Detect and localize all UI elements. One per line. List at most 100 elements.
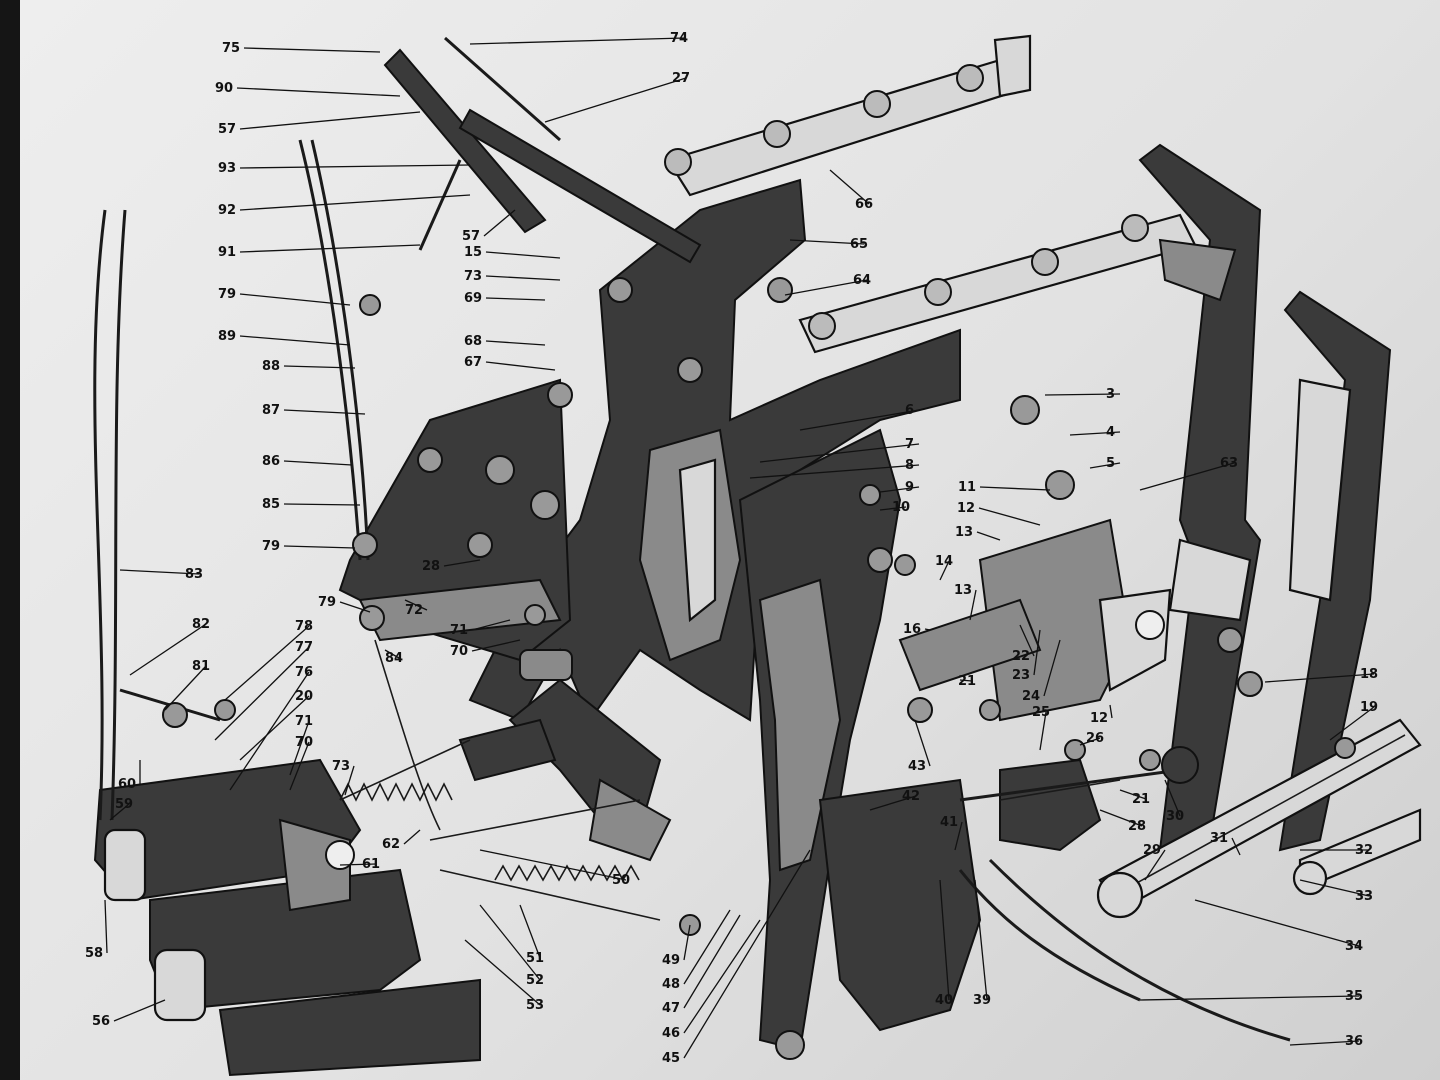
part-number-62: 62 — [382, 837, 400, 852]
callout-leader-87 — [283, 409, 366, 415]
callout-leader-50 — [479, 849, 627, 881]
part-number-32: 32 — [1355, 843, 1373, 858]
callout-leader-83 — [119, 569, 200, 575]
callout-leader-11 — [979, 486, 1051, 491]
callout-leader-82 — [129, 623, 207, 676]
callout-leader-30 — [1164, 779, 1181, 817]
part-number-19: 19 — [1360, 700, 1378, 715]
part-number-30: 30 — [1166, 809, 1184, 824]
callout-leader-3 — [1044, 393, 1121, 396]
part-number-65a: 65 — [850, 237, 868, 252]
callout-leader-79a — [239, 293, 351, 306]
part-number-46: 46 — [662, 1026, 680, 1041]
callout-leader-31 — [1231, 837, 1241, 856]
callout-leader-78 — [224, 625, 310, 701]
callout-leader-67 — [485, 361, 556, 371]
part-number-85: 85 — [262, 497, 280, 512]
callout-leader-21a — [959, 679, 973, 682]
part-number-59: 59 — [115, 797, 133, 812]
callout-leader-36 — [1289, 1040, 1360, 1046]
callout-leader-79b — [283, 545, 356, 549]
part-number-52: 52 — [526, 973, 544, 988]
part-number-58: 58 — [85, 946, 103, 961]
part-number-63: 63 — [1220, 456, 1238, 471]
part-number-50: 50 — [612, 873, 630, 888]
callout-leader-43 — [914, 719, 931, 767]
part-number-10: 10 — [892, 500, 910, 515]
callout-leader-14 — [939, 560, 950, 581]
callout-leader-41 — [954, 821, 963, 851]
part-number-88: 88 — [262, 359, 280, 374]
callout-leader-27 — [544, 77, 687, 123]
callout-leader-75 — [243, 47, 381, 53]
part-number-43: 43 — [908, 759, 926, 774]
callout-leader-15 — [485, 251, 561, 259]
part-number-27: 27 — [672, 71, 690, 86]
part-number-89: 89 — [218, 329, 236, 344]
part-number-11: 11 — [958, 480, 976, 495]
part-number-87: 87 — [262, 403, 280, 418]
callout-leader-9 — [879, 486, 920, 493]
callout-leader-46 — [683, 919, 761, 1034]
callout-leader-35 — [1139, 995, 1360, 1001]
callout-leader-77 — [214, 646, 310, 741]
callout-leader-86 — [283, 460, 353, 466]
part-number-21a: 21 — [958, 674, 976, 689]
part-number-9: 9 — [905, 480, 914, 495]
part-number-14: 14 — [935, 554, 953, 569]
callout-leader-34 — [1194, 899, 1360, 947]
callout-leader-48 — [683, 909, 731, 985]
part-number-71b: 71 — [295, 714, 313, 729]
part-number-78: 78 — [295, 619, 313, 634]
callout-leader-42 — [869, 795, 917, 811]
callout-leader-57a — [239, 111, 421, 130]
part-number-40: 40 — [935, 993, 953, 1008]
part-number-48: 48 — [662, 977, 680, 992]
part-number-7: 7 — [905, 437, 914, 452]
part-number-70a: 70 — [450, 644, 468, 659]
part-number-25: 25 — [1032, 705, 1050, 720]
callout-leader-93 — [239, 164, 471, 169]
return-springs — [339, 782, 640, 882]
callout-leader-76 — [229, 671, 310, 791]
part-number-77: 77 — [295, 640, 313, 655]
callout-leader-13b — [969, 589, 977, 621]
part-number-93: 93 — [218, 161, 236, 176]
part-number-36: 36 — [1345, 1034, 1363, 1049]
part-number-23: 23 — [1012, 668, 1030, 683]
part-number-28a: 28 — [422, 559, 440, 574]
part-number-90: 90 — [215, 81, 233, 96]
callout-leader-56 — [113, 999, 166, 1022]
part-number-68: 68 — [464, 334, 482, 349]
callout-leader-73a — [485, 275, 561, 281]
pipes-and-rods — [93, 36, 702, 921]
callout-leader-64 — [784, 279, 868, 296]
callout-leader-61 — [339, 863, 377, 866]
callout-leader-13a — [976, 531, 1001, 541]
part-number-57b: 57 — [462, 229, 480, 244]
callout-leader-21b — [1119, 789, 1147, 800]
part-number-34: 34 — [1345, 939, 1363, 954]
callout-leader-39 — [974, 879, 988, 1001]
callout-leader-79c — [339, 601, 371, 613]
callout-leader-51 — [519, 904, 541, 959]
callout-leader-84 — [384, 649, 400, 659]
callout-leader-19 — [1329, 706, 1375, 741]
part-number-73b: 73 — [332, 759, 350, 774]
part-number-47: 47 — [662, 1001, 680, 1016]
callout-leader-29 — [1144, 849, 1166, 881]
callout-leader-69 — [485, 297, 546, 301]
part-number-82: 82 — [192, 617, 210, 632]
callout-leader-66 — [829, 169, 870, 205]
part-number-56: 56 — [92, 1014, 110, 1029]
part-number-57a: 57 — [218, 122, 236, 137]
callout-leader-16 — [924, 628, 931, 631]
callout-leader-88 — [283, 365, 356, 369]
callout-leader-70a — [471, 639, 521, 652]
part-number-20: 20 — [295, 689, 313, 704]
main-pedal-housing — [338, 178, 982, 1052]
callout-leader-20 — [239, 695, 310, 761]
callout-leader-18 — [1264, 673, 1375, 683]
